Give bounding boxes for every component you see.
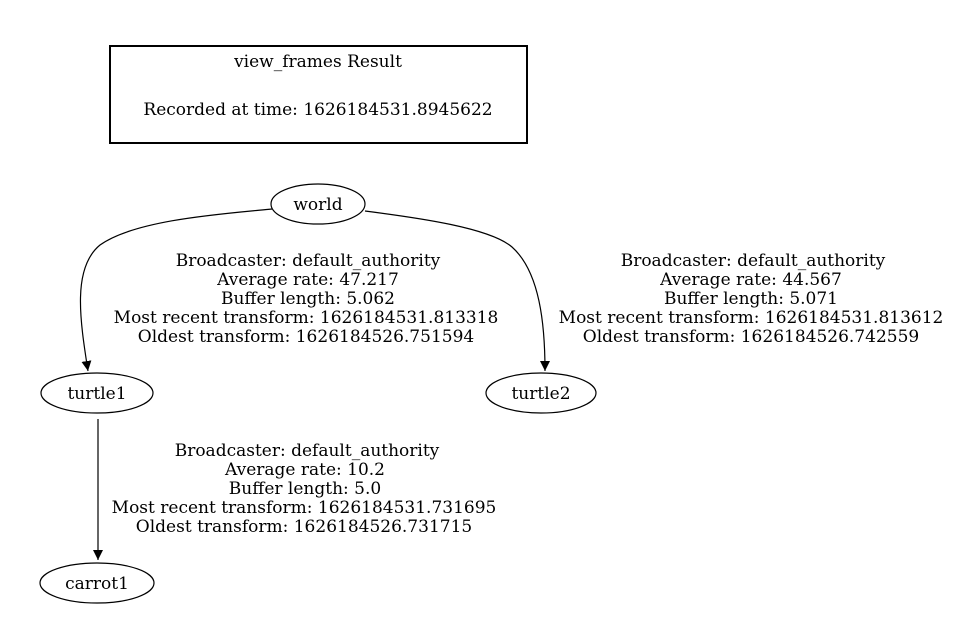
node-world-label: world (293, 195, 342, 215)
edge-label-oldest: Oldest transform: 1626184526.751594 (138, 327, 474, 347)
node-turtle2: turtle2 (485, 372, 597, 414)
node-world: world (270, 183, 366, 225)
edge-label-recent: Most recent transform: 1626184531.813612 (559, 308, 944, 328)
edge-label-oldest: Oldest transform: 1626184526.742559 (583, 327, 919, 347)
header-box: view_frames Result Recorded at time: 162… (109, 45, 528, 144)
node-carrot1-label: carrot1 (65, 574, 129, 594)
node-turtle2-ellipse (485, 372, 597, 414)
edge-world-turtle2: Broadcaster: default_authority Average r… (364, 210, 944, 372)
edge-line-world-turtle2 (364, 210, 550, 372)
node-turtle2-label: turtle2 (511, 384, 570, 404)
node-world-ellipse (270, 183, 366, 225)
edge-label-oldest: Oldest transform: 1626184526.731715 (136, 517, 472, 537)
header-title: view_frames Result (233, 52, 402, 72)
edge-label-rate: Average rate: 47.217 (216, 270, 399, 290)
edge-world-turtle1: Broadcaster: default_authority Average r… (79, 208, 499, 372)
header-frame (109, 45, 528, 144)
edge-label-rate: Average rate: 44.567 (659, 270, 842, 290)
edge-turtle1-carrot1: Broadcaster: default_authority Average r… (93, 419, 497, 560)
edge-label-broadcaster: Broadcaster: default_authority (621, 251, 886, 271)
edge-label-rate: Average rate: 10.2 (224, 460, 385, 480)
edge-line-world-turtle1 (79, 208, 273, 372)
node-turtle1-ellipse (40, 372, 154, 414)
edge-label-broadcaster: Broadcaster: default_authority (175, 441, 440, 461)
node-carrot1: carrot1 (39, 562, 155, 604)
edge-label-broadcaster: Broadcaster: default_authority (176, 251, 441, 271)
edge-label-recent: Most recent transform: 1626184531.813318 (114, 308, 499, 328)
edge-label-buffer: Buffer length: 5.071 (664, 289, 838, 309)
node-turtle1-label: turtle1 (67, 384, 126, 404)
edge-label-buffer: Buffer length: 5.062 (221, 289, 395, 309)
node-turtle1: turtle1 (40, 372, 154, 414)
header-recorded-time: Recorded at time: 1626184531.8945622 (143, 100, 492, 120)
node-carrot1-ellipse (39, 562, 155, 604)
edge-label-recent: Most recent transform: 1626184531.731695 (112, 498, 497, 518)
edge-label-buffer: Buffer length: 5.0 (229, 479, 381, 499)
